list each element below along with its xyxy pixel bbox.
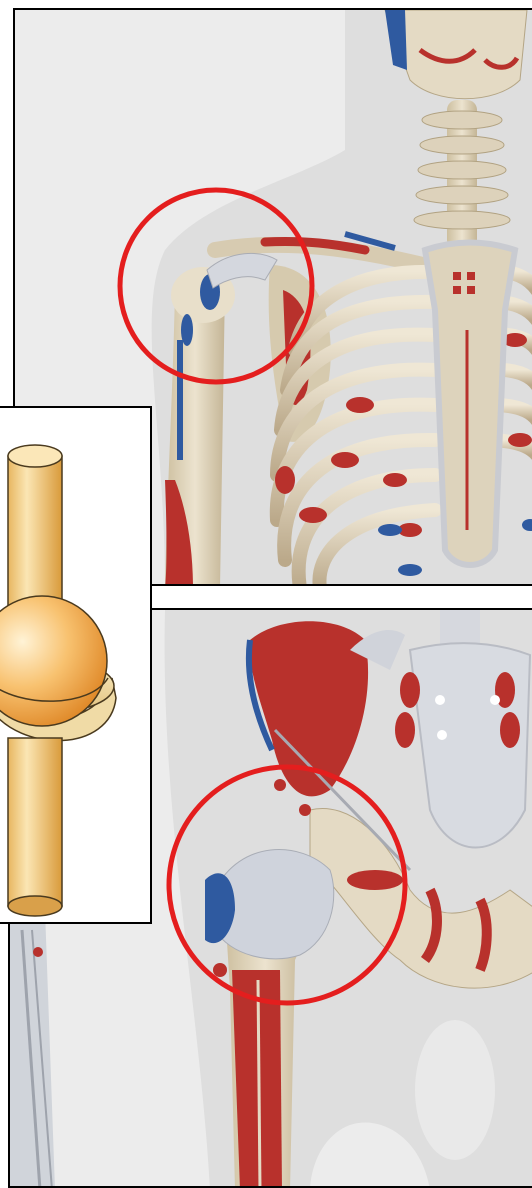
upper-rod <box>8 456 62 616</box>
ball-and-socket-model <box>0 408 152 924</box>
ball-and-socket-model-panel <box>0 406 152 924</box>
lower-rod <box>8 738 62 906</box>
